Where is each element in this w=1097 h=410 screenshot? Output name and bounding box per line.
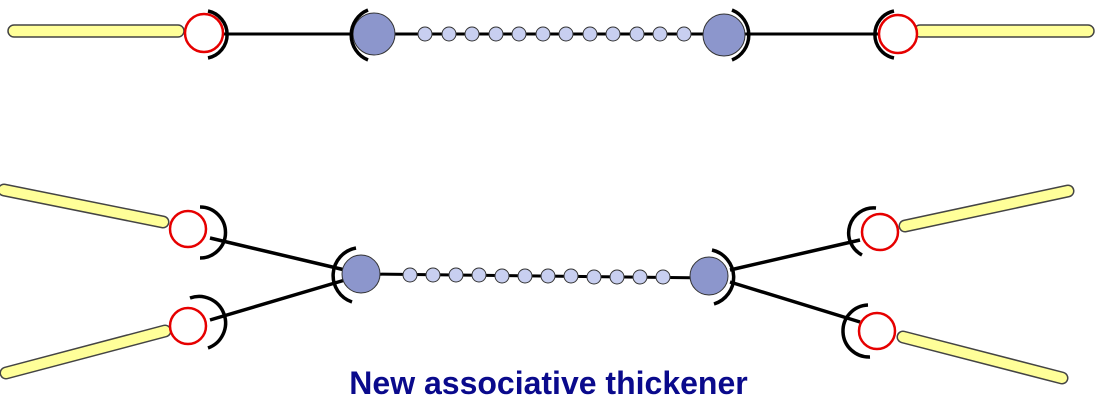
top-left-head — [183, 12, 225, 54]
bottom-molecule — [0, 183, 1075, 385]
bottom-bond-lower-right — [729, 280, 861, 324]
top-chain-bead — [676, 26, 692, 42]
bottom-lower-right-head — [857, 311, 897, 351]
top-chain-bead — [511, 26, 527, 42]
bottom-upper-left-head — [168, 209, 208, 249]
top-chain-bead — [582, 26, 598, 42]
top-right-head — [877, 13, 919, 55]
bottom-chain-bead — [609, 269, 625, 285]
top-chain-bead — [464, 26, 480, 42]
bottom-chain-bead — [563, 268, 579, 284]
top-chain-bead — [652, 26, 668, 42]
bottom-upper-right-head-bracket — [846, 206, 877, 257]
bottom-bond-upper-left — [209, 236, 346, 272]
bottom-lower-left-head-bracket — [189, 294, 228, 350]
bottom-chain-bead — [517, 268, 533, 284]
bottom-upper-left-tail — [0, 185, 168, 227]
bottom-chain-bead — [425, 267, 441, 283]
top-chain-bead — [417, 26, 433, 42]
bottom-lower-left-tail — [1, 326, 170, 378]
bottom-left-big-bead — [341, 254, 381, 294]
bottom-bond-lower-left — [209, 278, 346, 322]
bottom-chain-bead — [494, 268, 510, 284]
bottom-chain-bead — [655, 269, 671, 285]
bottom-lower-left-head — [168, 306, 208, 346]
bottom-upper-right-tail — [900, 186, 1073, 231]
top-right-big-bracket — [731, 8, 751, 62]
bottom-upper-left-head-bracket — [199, 205, 228, 260]
bottom-chain-bead — [632, 269, 648, 285]
top-molecule — [7, 8, 1095, 62]
top-right-big-bead — [702, 13, 746, 57]
bottom-right-big-bead — [689, 256, 729, 296]
top-chain-bead — [558, 26, 574, 42]
bottom-chain-beads — [402, 267, 671, 285]
top-chain-bead — [441, 26, 457, 42]
bottom-right-big-bracket — [711, 248, 736, 306]
top-left-tail — [7, 24, 185, 38]
bottom-chain-bead — [540, 268, 556, 284]
bottom-lower-right-head-bracket — [841, 303, 871, 359]
bottom-chain-bead — [402, 267, 418, 283]
bottom-bond-upper-right — [729, 238, 861, 272]
bottom-chain-bead — [471, 267, 487, 283]
bottom-chain-backbone — [364, 272, 713, 280]
bottom-left-big-bracket — [331, 246, 357, 304]
top-right-tail — [913, 24, 1095, 38]
top-left-big-bracket — [349, 8, 369, 62]
top-chain-beads — [417, 26, 692, 42]
bottom-chain-bead — [586, 269, 602, 285]
top-chain-bead — [605, 26, 621, 42]
diagram-caption: New associative thickener — [349, 365, 748, 401]
top-chain-bead — [629, 26, 645, 42]
top-left-big-bead — [352, 12, 396, 56]
bottom-lower-right-tail — [898, 332, 1067, 383]
top-chain-bead — [488, 26, 504, 42]
top-right-head-bracket — [873, 9, 895, 60]
top-left-head-bracket — [207, 9, 229, 60]
top-chain-bead — [535, 26, 551, 42]
bottom-upper-right-head — [860, 212, 900, 252]
bottom-chain-bead — [448, 267, 464, 283]
